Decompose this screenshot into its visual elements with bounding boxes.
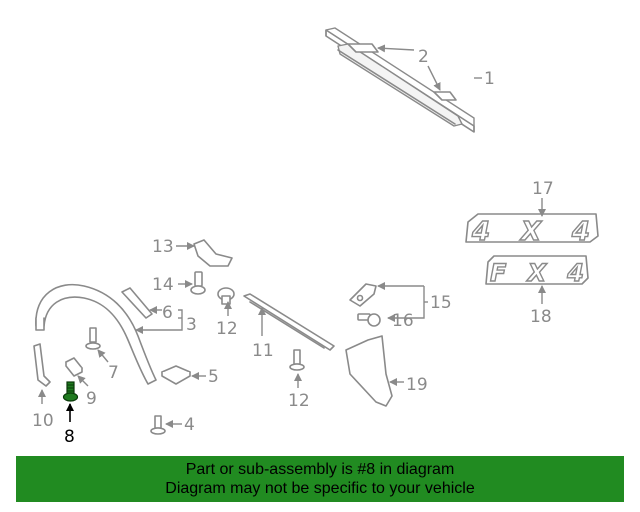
badge-fx4-text[interactable]: FX4	[489, 258, 584, 287]
banner-line-2: Diagram may not be specific to your vehi…	[165, 480, 475, 497]
banner-line-1: Part or sub-assembly is #8 in diagram	[185, 461, 455, 478]
clip-12-upper[interactable]	[217, 287, 235, 305]
callout-15[interactable]: 15	[430, 293, 452, 313]
callout-18[interactable]: 18	[530, 307, 552, 327]
callout-2[interactable]: 2	[418, 47, 429, 67]
retainer-5[interactable]	[161, 365, 191, 385]
callout-10[interactable]: 10	[32, 411, 54, 431]
trim-strip-10[interactable]	[33, 343, 51, 387]
callout-19[interactable]: 19	[406, 375, 428, 395]
mud-flap-19[interactable]	[345, 335, 393, 407]
badge-fx4[interactable]: FX4	[485, 255, 589, 288]
bracket-15[interactable]	[349, 283, 377, 307]
fastener-16[interactable]	[357, 313, 381, 327]
parts-diagram: 2 1 4X4 17 FX4 18 13 14 6 3 1	[32, 27, 599, 447]
callout-7[interactable]: 7	[108, 363, 119, 383]
bracket-13[interactable]	[193, 239, 233, 267]
wheel-opening-molding[interactable]	[35, 283, 157, 385]
clip-6[interactable]	[121, 287, 153, 319]
callout-13[interactable]: 13	[152, 237, 174, 257]
push-pin-12-lower[interactable]	[289, 349, 305, 371]
badge-4x4[interactable]: 4X4	[465, 213, 599, 248]
callout-4[interactable]: 4	[184, 415, 195, 435]
callout-6[interactable]: 6	[162, 303, 173, 323]
callout-11[interactable]: 11	[252, 341, 274, 361]
callout-12a[interactable]: 12	[216, 319, 238, 339]
callout-16[interactable]: 16	[392, 311, 414, 331]
badge-4x4-text[interactable]: 4X4	[470, 216, 590, 247]
push-pin-7[interactable]	[85, 327, 101, 350]
push-pin-4[interactable]	[150, 415, 166, 435]
callout-9[interactable]: 9	[86, 389, 97, 409]
nut-9[interactable]	[65, 357, 83, 377]
bolt-14[interactable]	[190, 271, 206, 295]
callout-12b[interactable]: 12	[288, 391, 310, 411]
callout-14[interactable]: 14	[152, 275, 174, 295]
callout-8[interactable]: 8	[64, 427, 75, 447]
info-banner: Part or sub-assembly is #8 in diagram Di…	[16, 456, 624, 502]
step-molding-assembly[interactable]	[325, 27, 475, 133]
callout-17[interactable]: 17	[532, 179, 554, 199]
callout-1[interactable]: 1	[484, 69, 495, 89]
callout-3[interactable]: 3	[186, 315, 197, 335]
callout-5[interactable]: 5	[208, 367, 219, 387]
screw-8-highlighted[interactable]	[62, 381, 79, 402]
